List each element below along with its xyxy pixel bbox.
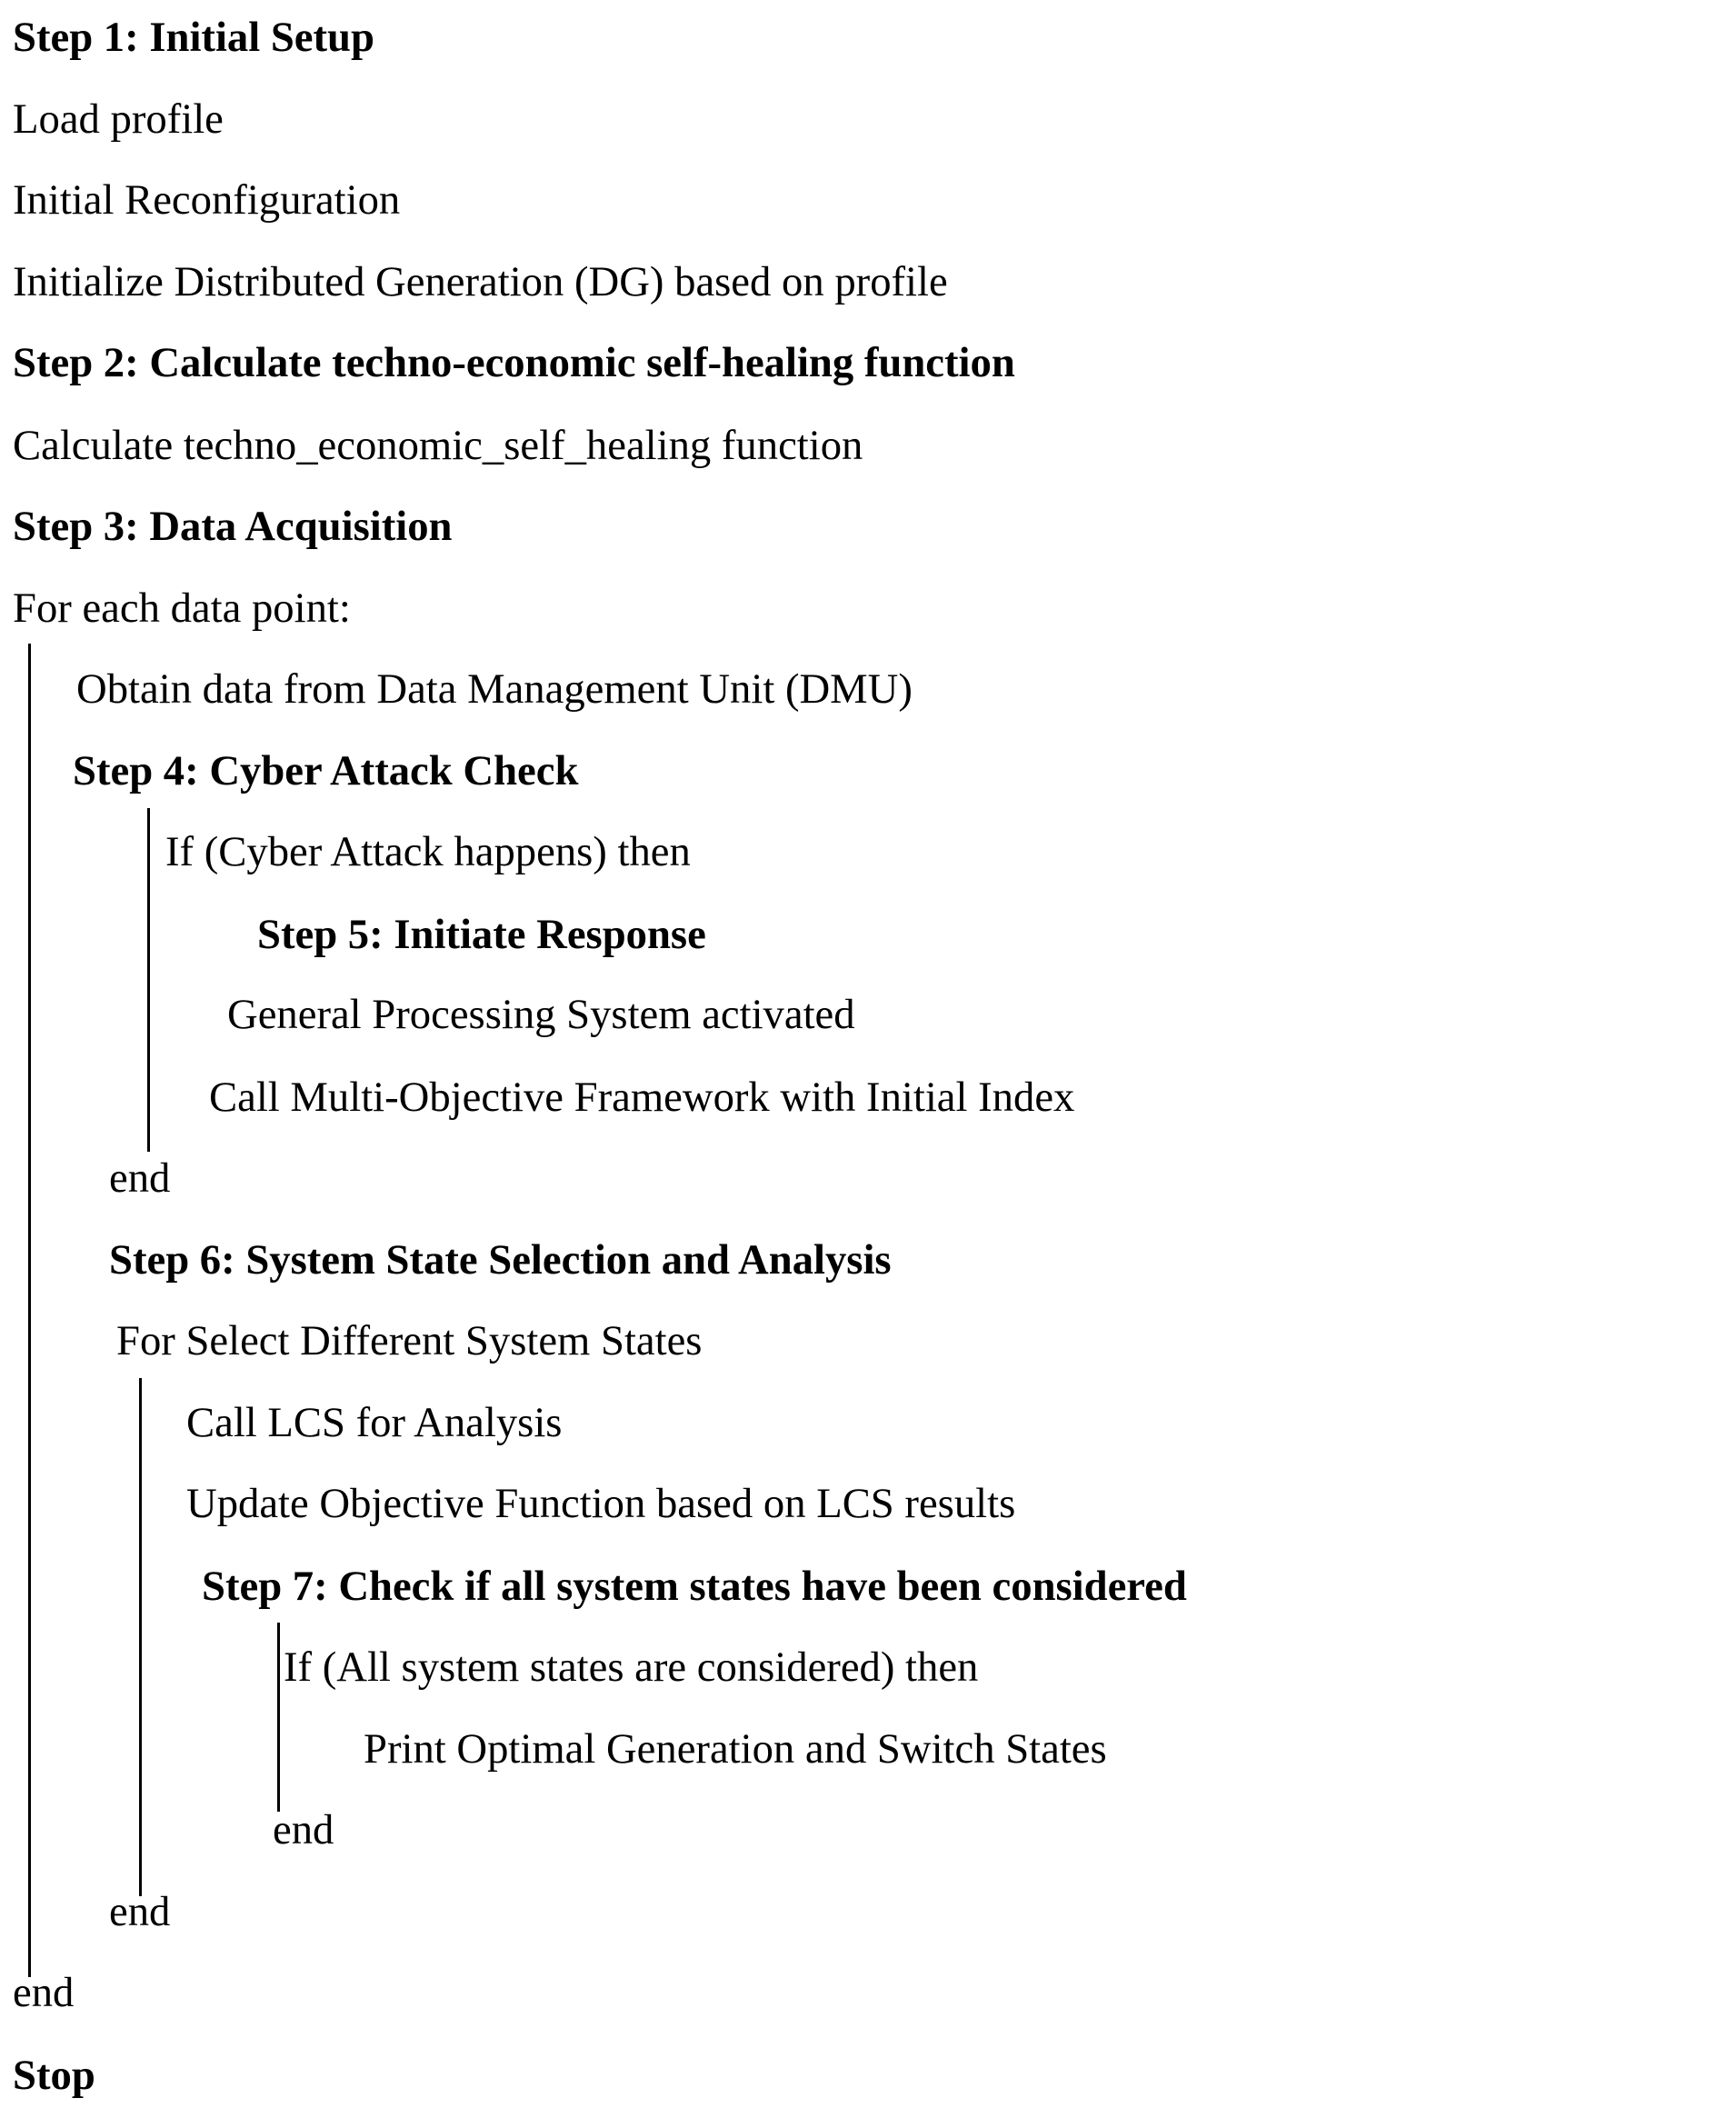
- pseudocode-line: Obtain data from Data Management Unit (D…: [76, 664, 913, 713]
- pseudocode-line: Load profile: [13, 95, 224, 144]
- pseudocode-line: end: [273, 1805, 334, 1853]
- pseudocode-line: Print Optimal Generation and Switch Stat…: [364, 1724, 1107, 1773]
- pseudocode-line: For Select Different System States: [116, 1317, 703, 1365]
- pseudocode-line: General Processing System activated: [227, 991, 855, 1039]
- indent-bar-for-each-data-point: [28, 644, 31, 1978]
- pseudocode-line: end: [13, 1969, 75, 2017]
- pseudocode-line: If (All system states are considered) th…: [284, 1643, 979, 1691]
- indent-bar-for-select-states: [139, 1377, 142, 1897]
- pseudocode-line: Call LCS for Analysis: [186, 1399, 563, 1447]
- pseudocode-line: Calculate techno_economic_self_healing f…: [13, 421, 863, 469]
- pseudocode-line: end: [109, 1888, 171, 1936]
- pseudocode-line: Step 1: Initial Setup: [13, 13, 374, 61]
- pseudocode-line: Initialize Distributed Generation (DG) b…: [13, 258, 948, 306]
- pseudocode-line: Stop: [13, 2051, 95, 2099]
- pseudocode-line: Update Objective Function based on LCS r…: [186, 1480, 1016, 1528]
- pseudocode-line: Call Multi-Objective Framework with Init…: [209, 1073, 1075, 1121]
- pseudocode-line: Initial Reconfiguration: [13, 176, 401, 225]
- pseudocode-line: end: [109, 1154, 171, 1202]
- indent-bar-if-cyber-attack: [147, 807, 150, 1152]
- pseudocode-line: Step 3: Data Acquisition: [13, 502, 453, 550]
- indent-bar-if-all-states: [277, 1623, 280, 1812]
- pseudocode-line: If (Cyber Attack happens) then: [165, 828, 691, 876]
- pseudocode-line: Step 7: Check if all system states have …: [202, 1562, 1187, 1610]
- pseudocode-line: Step 2: Calculate techno-economic self-h…: [13, 339, 1015, 387]
- pseudocode-line: For each data point:: [13, 584, 351, 633]
- pseudocode-line: Step 5: Initiate Response: [257, 910, 706, 958]
- pseudocode-line: Step 6: System State Selection and Analy…: [109, 1236, 892, 1284]
- pseudocode-line: Step 4: Cyber Attack Check: [73, 747, 579, 795]
